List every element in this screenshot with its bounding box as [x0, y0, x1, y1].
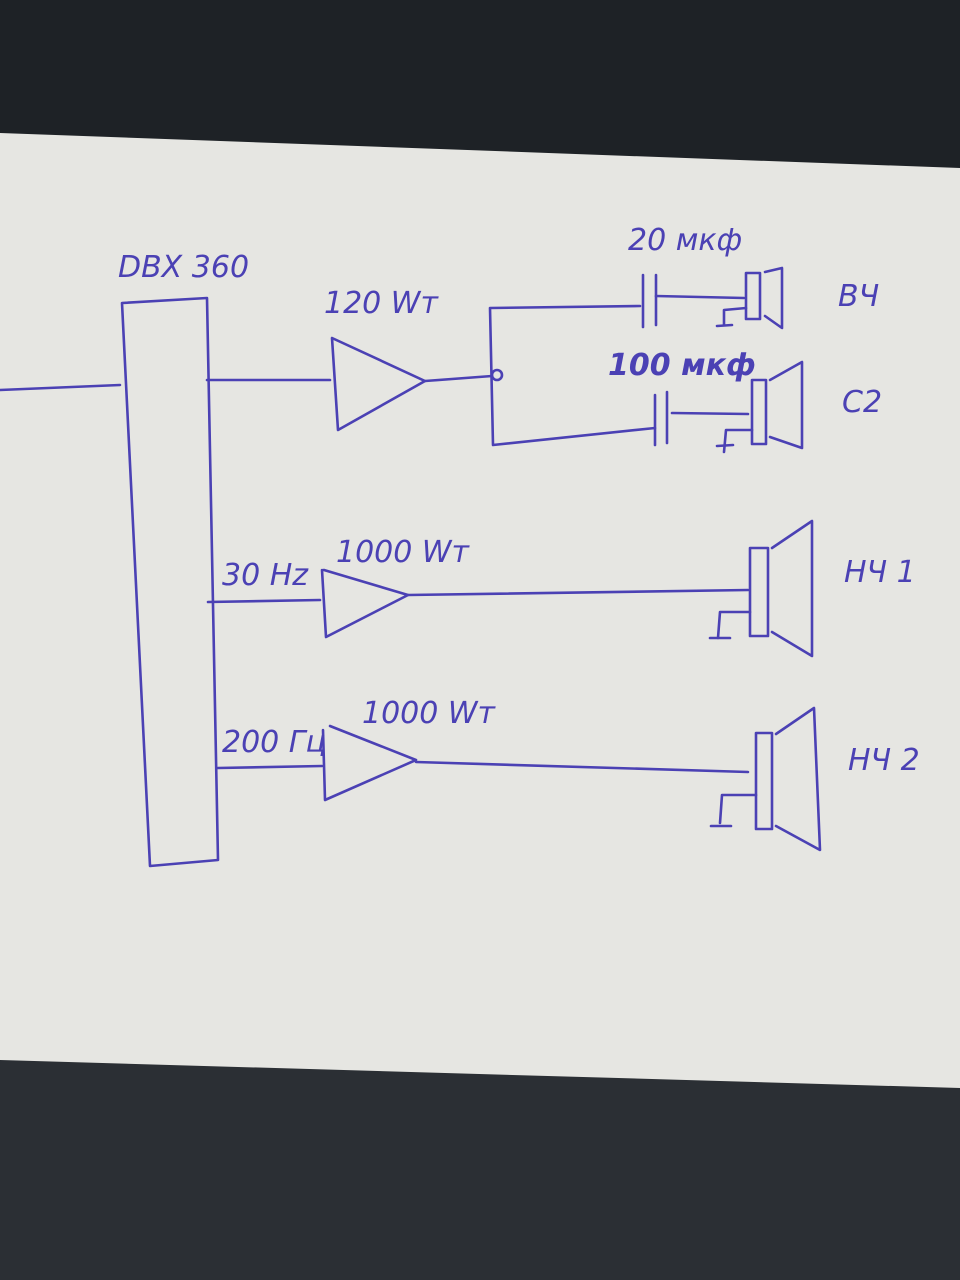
mid-speaker-label: С2	[842, 385, 882, 420]
sub-1-label: НЧ 1	[844, 555, 916, 590]
channel-2-wiring	[206, 519, 814, 658]
channel-1-wiring	[205, 266, 804, 454]
channel-3-amp-power: 1000 Wт	[362, 696, 497, 731]
input-wire	[0, 383, 122, 392]
tweeter-label: ВЧ	[838, 279, 879, 314]
paper-sheet	[0, 133, 960, 1088]
sub-2-label: НЧ 2	[848, 743, 920, 778]
channel-2-frequency: 30 Hz	[222, 558, 309, 593]
channel-1-amp-power: 120 Wт	[324, 286, 439, 321]
processor-block	[0, 296, 220, 868]
channel-2-amp-power: 1000 Wт	[336, 535, 471, 570]
channel-3-frequency: 200 Гц	[222, 725, 326, 760]
channel-3-wiring	[216, 706, 822, 852]
tweeter-capacitor-label: 20 мкф	[628, 223, 742, 258]
processor-label: DBX 360	[118, 250, 249, 285]
desk-lower	[0, 1060, 960, 1280]
mid-capacitor-label: 100 мкф	[608, 348, 756, 383]
